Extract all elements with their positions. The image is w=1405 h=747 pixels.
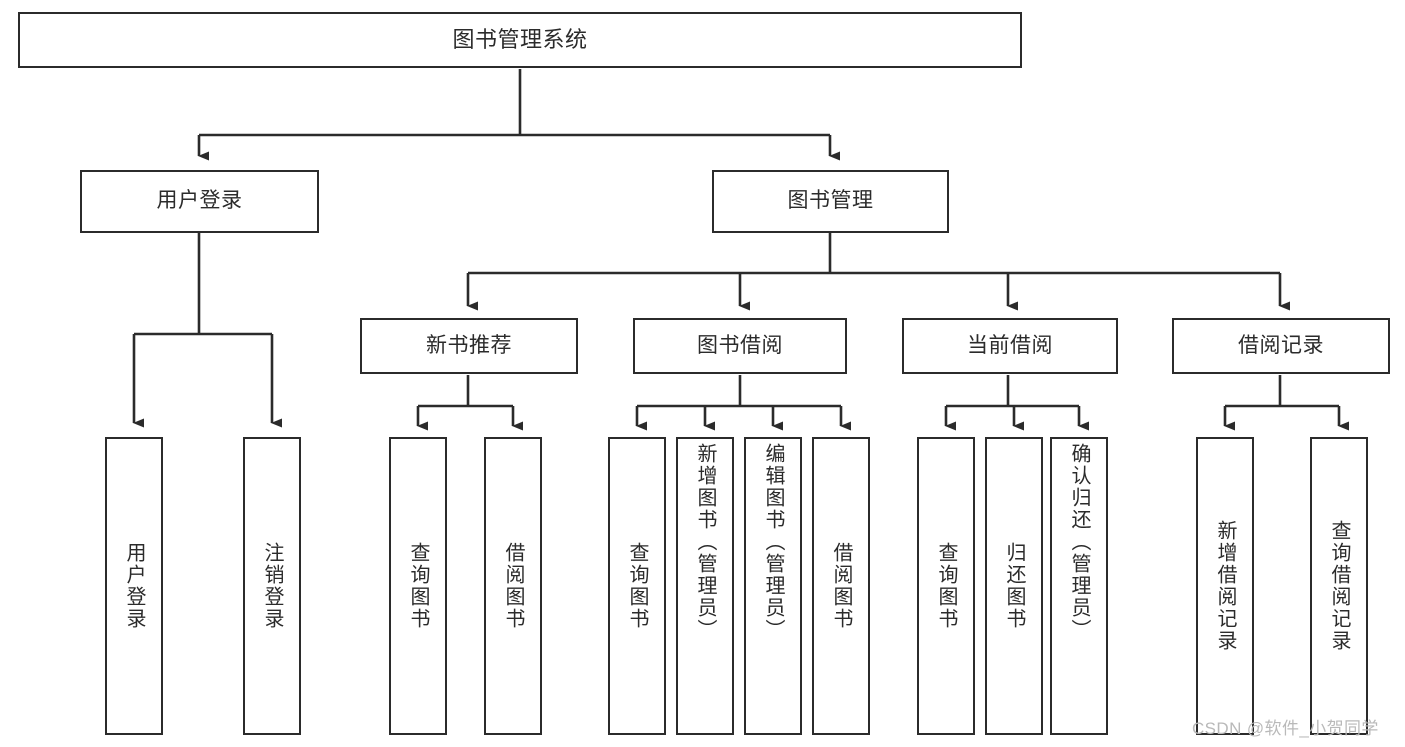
node-current-borrow[interactable]: 当前借阅 bbox=[902, 318, 1118, 374]
node-leaf-add-record[interactable]: 新增借阅记录 bbox=[1196, 437, 1254, 735]
node-leaf-edit-book[interactable]: 编辑图书（管理员） bbox=[744, 437, 802, 735]
node-user-login[interactable]: 用户登录 bbox=[80, 170, 319, 233]
node-new-book-recommend-label: 新书推荐 bbox=[426, 333, 512, 357]
node-book-borrow[interactable]: 图书借阅 bbox=[633, 318, 847, 374]
node-leaf-query-book-3-label: 查询图书 bbox=[935, 542, 957, 630]
node-leaf-add-book[interactable]: 新增图书（管理员） bbox=[676, 437, 734, 735]
node-leaf-borrow-book-2-label: 借阅图书 bbox=[830, 542, 852, 630]
node-book-manage-label: 图书管理 bbox=[787, 189, 874, 213]
node-new-book-recommend[interactable]: 新书推荐 bbox=[360, 318, 578, 374]
node-leaf-borrow-book-1-label: 借阅图书 bbox=[502, 542, 524, 630]
node-leaf-query-record-label: 查询借阅记录 bbox=[1328, 520, 1350, 652]
node-leaf-return-book-label: 归还图书 bbox=[1003, 542, 1025, 630]
node-book-manage[interactable]: 图书管理 bbox=[712, 170, 949, 233]
node-leaf-user-login[interactable]: 用户登录 bbox=[105, 437, 163, 735]
node-leaf-confirm-return-label: 确认归还（管理员） bbox=[1068, 443, 1090, 641]
node-leaf-user-login-label: 用户登录 bbox=[123, 542, 145, 630]
node-leaf-query-book-1-label: 查询图书 bbox=[407, 542, 429, 630]
node-leaf-logout-label: 注销登录 bbox=[261, 542, 283, 630]
node-leaf-query-record[interactable]: 查询借阅记录 bbox=[1310, 437, 1368, 735]
node-leaf-return-book[interactable]: 归还图书 bbox=[985, 437, 1043, 735]
node-leaf-add-record-label: 新增借阅记录 bbox=[1214, 520, 1236, 652]
node-leaf-confirm-return[interactable]: 确认归还（管理员） bbox=[1050, 437, 1108, 735]
node-leaf-query-book-2[interactable]: 查询图书 bbox=[608, 437, 666, 735]
node-book-borrow-label: 图书借阅 bbox=[697, 333, 783, 357]
node-root-label: 图书管理系统 bbox=[452, 27, 588, 53]
node-leaf-query-book-3[interactable]: 查询图书 bbox=[917, 437, 975, 735]
node-leaf-query-book-1[interactable]: 查询图书 bbox=[389, 437, 447, 735]
node-leaf-edit-book-label: 编辑图书（管理员） bbox=[762, 443, 784, 641]
node-leaf-add-book-label: 新增图书（管理员） bbox=[694, 443, 716, 641]
node-leaf-borrow-book-1[interactable]: 借阅图书 bbox=[484, 437, 542, 735]
node-current-borrow-label: 当前借阅 bbox=[967, 333, 1053, 357]
node-user-login-label: 用户登录 bbox=[156, 189, 243, 213]
node-leaf-logout[interactable]: 注销登录 bbox=[243, 437, 301, 735]
node-leaf-query-book-2-label: 查询图书 bbox=[626, 542, 648, 630]
node-root[interactable]: 图书管理系统 bbox=[18, 12, 1022, 68]
node-leaf-borrow-book-2[interactable]: 借阅图书 bbox=[812, 437, 870, 735]
node-borrow-record-label: 借阅记录 bbox=[1238, 333, 1324, 357]
node-borrow-record[interactable]: 借阅记录 bbox=[1172, 318, 1390, 374]
